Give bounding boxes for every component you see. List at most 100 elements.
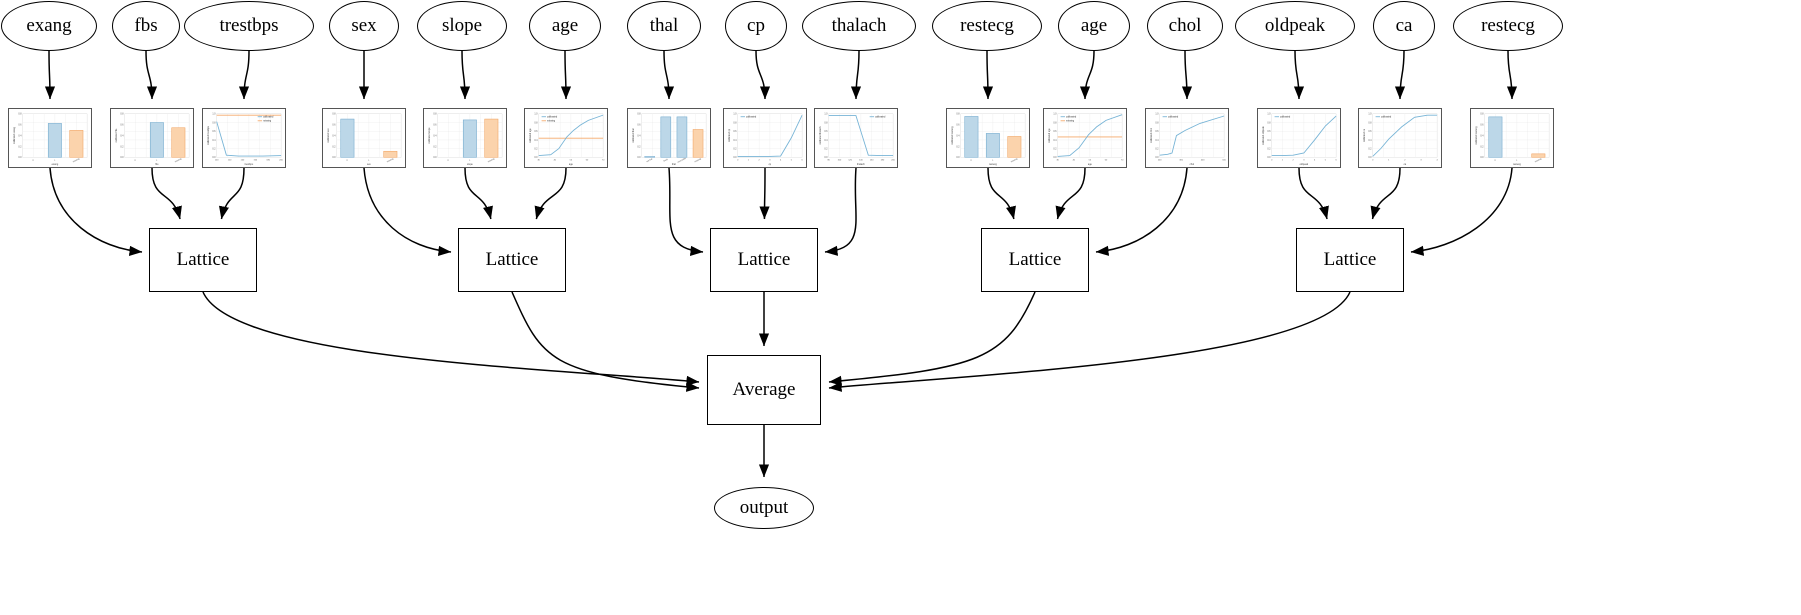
svg-text:1.0: 1.0: [824, 114, 828, 116]
feature-node-thalach[interactable]: thalach: [802, 1, 916, 51]
svg-text:0.0: 0.0: [120, 157, 124, 159]
svg-text:1: 1: [748, 160, 750, 162]
svg-text:0.6: 0.6: [332, 125, 336, 127]
feature-node-age[interactable]: age: [529, 1, 601, 51]
svg-text:0: 0: [447, 159, 450, 162]
feature-node-restecg-2[interactable]: restecg: [1453, 1, 1563, 51]
feature-label: oldpeak: [1264, 15, 1326, 36]
svg-text:0: 0: [737, 160, 739, 162]
output-label: output: [739, 497, 789, 518]
svg-text:0.4: 0.4: [1267, 140, 1271, 142]
svg-text:1.0: 1.0: [1053, 114, 1057, 116]
svg-text:2: 2: [759, 160, 761, 162]
svg-text:200: 200: [891, 160, 895, 162]
feature-node-fbs[interactable]: fbs: [112, 1, 180, 51]
svg-text:restecg: restecg: [989, 163, 998, 166]
svg-text:2: 2: [1293, 160, 1295, 162]
feature-node-chol[interactable]: chol: [1147, 1, 1223, 51]
feature-label: fbs: [134, 15, 158, 36]
feature-node-sex[interactable]: sex: [329, 1, 399, 51]
svg-text:0.8: 0.8: [433, 114, 437, 116]
svg-text:3: 3: [769, 160, 771, 162]
feature-node-slope[interactable]: slope: [417, 1, 507, 51]
lattice-node-2[interactable]: Lattice: [710, 228, 818, 292]
lattice-node-1[interactable]: Lattice: [458, 228, 566, 292]
svg-text:200: 200: [1158, 160, 1162, 162]
feature-node-ca[interactable]: ca: [1373, 1, 1435, 51]
svg-text:60: 60: [586, 160, 589, 162]
svg-text:0.0: 0.0: [956, 157, 960, 159]
svg-text:calibrated: calibrated: [1066, 116, 1077, 119]
lattice-node-4[interactable]: Lattice: [1296, 228, 1404, 292]
edge: [534, 167, 567, 220]
svg-text:400: 400: [1201, 160, 1205, 162]
svg-text:0.8: 0.8: [1053, 122, 1057, 124]
svg-text:0.8: 0.8: [637, 114, 641, 116]
svg-text:0.8: 0.8: [956, 114, 960, 116]
svg-text:0.0: 0.0: [332, 157, 336, 159]
svg-text:1.0: 1.0: [1267, 114, 1271, 116]
lattice-node-3[interactable]: Lattice: [981, 228, 1089, 292]
feature-node-age-2[interactable]: age: [1058, 1, 1130, 51]
svg-text:missing: missing: [175, 158, 183, 164]
feature-node-restecg-2[interactable]: restecg: [932, 1, 1042, 51]
svg-text:calibrated chol: calibrated chol: [1150, 128, 1153, 143]
svg-text:0.2: 0.2: [1155, 149, 1159, 151]
output-node[interactable]: output: [714, 487, 814, 529]
svg-text:0.0: 0.0: [1267, 157, 1271, 159]
svg-text:calibrated: calibrated: [1168, 116, 1179, 119]
edge: [668, 167, 704, 256]
svg-text:missing: missing: [547, 121, 556, 123]
svg-text:calibrated slope: calibrated slope: [428, 127, 431, 144]
svg-text:1: 1: [469, 159, 472, 162]
svg-text:calibrated fbs: calibrated fbs: [115, 128, 118, 143]
feature-label: chol: [1168, 15, 1202, 36]
svg-text:0.0: 0.0: [1155, 157, 1159, 159]
svg-text:calibrated restecg: calibrated restecg: [1475, 126, 1478, 145]
feature-node-cp[interactable]: cp: [725, 1, 787, 51]
average-node[interactable]: Average: [707, 355, 821, 425]
svg-text:0.6: 0.6: [1480, 125, 1484, 127]
svg-text:0.4: 0.4: [637, 135, 641, 137]
edge: [511, 291, 700, 392]
svg-text:0.0: 0.0: [733, 157, 737, 159]
svg-text:age: age: [569, 163, 574, 166]
svg-text:0.2: 0.2: [534, 149, 538, 151]
svg-text:slope: slope: [467, 163, 473, 166]
svg-text:500: 500: [1222, 160, 1226, 162]
svg-text:0.6: 0.6: [433, 125, 437, 127]
svg-text:0.4: 0.4: [1368, 140, 1372, 142]
feature-node-trestbps[interactable]: trestbps: [184, 1, 314, 51]
svg-text:0.2: 0.2: [1053, 149, 1057, 151]
lattice-node-0[interactable]: Lattice: [149, 228, 257, 292]
feature-node-exang[interactable]: exang: [1, 1, 97, 51]
edge: [560, 50, 572, 100]
svg-text:0.8: 0.8: [18, 114, 22, 116]
svg-text:0.4: 0.4: [733, 140, 737, 142]
svg-text:0.8: 0.8: [1267, 122, 1271, 124]
svg-text:50: 50: [570, 160, 573, 162]
edge: [1055, 167, 1086, 220]
svg-text:80: 80: [827, 160, 830, 162]
svg-text:0.6: 0.6: [120, 125, 124, 127]
svg-text:0.0: 0.0: [212, 157, 216, 159]
feature-node-thal[interactable]: thal: [627, 1, 701, 51]
feature-node-oldpeak[interactable]: oldpeak: [1235, 1, 1355, 51]
svg-text:0: 0: [970, 159, 973, 162]
svg-text:fixed: fixed: [663, 159, 669, 163]
